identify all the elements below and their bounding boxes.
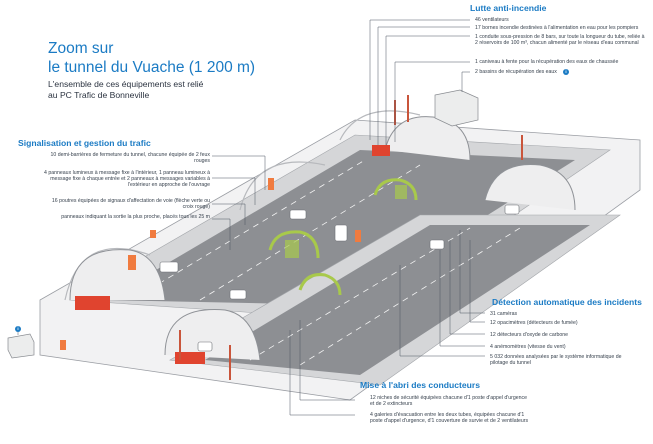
fire-item: 2 bassins de récupération des eaux (475, 69, 557, 75)
info-icon: i (15, 326, 21, 332)
detection-section-title: Détection automatique des incidents (492, 297, 642, 307)
shelter-item: 12 niches de sécurité équipées chacune d… (370, 395, 527, 408)
fire-item: 1 conduite sous-pression de 8 bars, sur … (475, 34, 645, 47)
portal-signs (75, 145, 390, 364)
shelter-section-title: Mise à l'abri des conducteurs (360, 380, 481, 390)
subtitle-line-1: L'ensemble de ces équipements est relié (48, 79, 204, 89)
fire-section-title: Lutte anti-incendie (470, 3, 547, 13)
detection-item: 4 anémomètres (vitesse du vent) (490, 344, 566, 350)
shelter-item: 4 galeries d'évacuation entre les deux t… (370, 412, 529, 425)
water-tank (7, 89, 479, 359)
signals (60, 178, 361, 350)
detection-item: 12 opacimètres (détecteurs de fumée) (490, 320, 578, 326)
signal-item: 10 demi-barrières de fermeture du tunnel… (50, 152, 210, 165)
page-subtitle: L'ensemble de ces équipements est relié … (48, 79, 278, 101)
title-line-2: le tunnel du Vuache (1 200 m) (48, 59, 256, 76)
fire-item: 17 bornes incendie destinées à l'aliment… (475, 25, 639, 31)
fire-item: 1 caniveau à fente pour la récupération … (475, 59, 619, 65)
vehicles (159, 204, 520, 352)
signal-item: 16 poutres équipées de signaux d'affecta… (51, 198, 210, 211)
signal-item: panneaux indiquant la sortie la plus pro… (61, 214, 210, 220)
info-icon: i (563, 69, 569, 75)
signal-section-title: Signalisation et gestion du trafic (18, 138, 151, 148)
fire-item: 46 ventilateurs (475, 17, 509, 23)
title-line-1: Zoom sur (48, 40, 114, 57)
detection-item: 12 détecteurs d'oxyde de carbone (490, 332, 568, 338)
subtitle-line-2: au PC Trafic de Bonneville (48, 90, 150, 100)
detection-item: 5 032 données analysées par le système i… (490, 354, 622, 367)
leader-lines (17, 19, 485, 416)
detection-item: 31 caméras (490, 311, 518, 317)
signal-item: 4 panneaux lumineux à message fixe à l'i… (44, 170, 210, 189)
page-title: Zoom sur le tunnel du Vuache (1 200 m) (48, 39, 308, 77)
